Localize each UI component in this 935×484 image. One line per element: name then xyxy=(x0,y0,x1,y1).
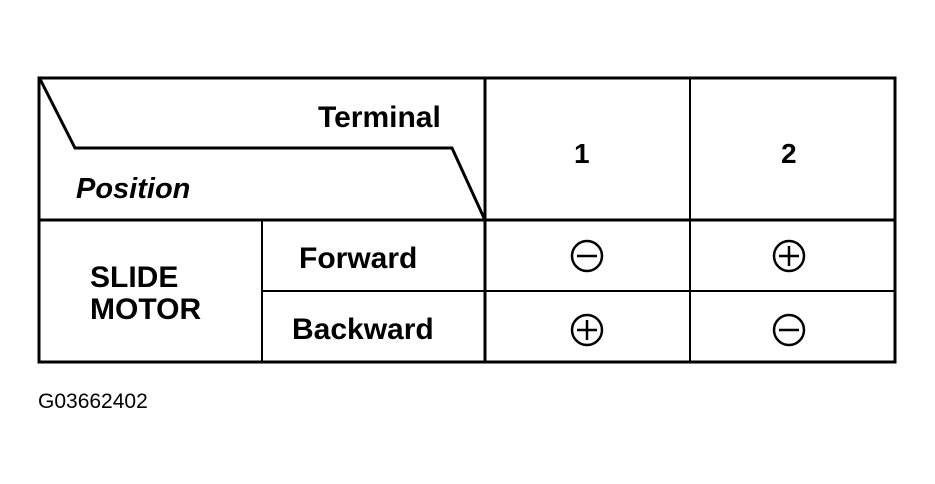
column-header-2: 2 xyxy=(781,138,797,169)
plus-circle-icon xyxy=(772,239,806,273)
minus-circle-icon xyxy=(772,313,806,347)
group-label-slide-motor: SLIDE MOTOR xyxy=(90,262,201,326)
plus-circle-icon xyxy=(570,313,604,347)
column-header-1: 1 xyxy=(574,138,590,169)
row-label-backward: Backward xyxy=(292,313,434,346)
group-label-line-1: SLIDE xyxy=(90,261,179,294)
header-terminal-label: Terminal xyxy=(318,101,441,134)
minus-circle-icon xyxy=(570,239,604,273)
header-position-label: Position xyxy=(76,173,191,205)
row-label-forward: Forward xyxy=(299,242,418,275)
group-label-line-2: MOTOR xyxy=(90,293,202,326)
corner-split-line xyxy=(38,78,486,219)
figure-id: G03662402 xyxy=(38,390,148,413)
